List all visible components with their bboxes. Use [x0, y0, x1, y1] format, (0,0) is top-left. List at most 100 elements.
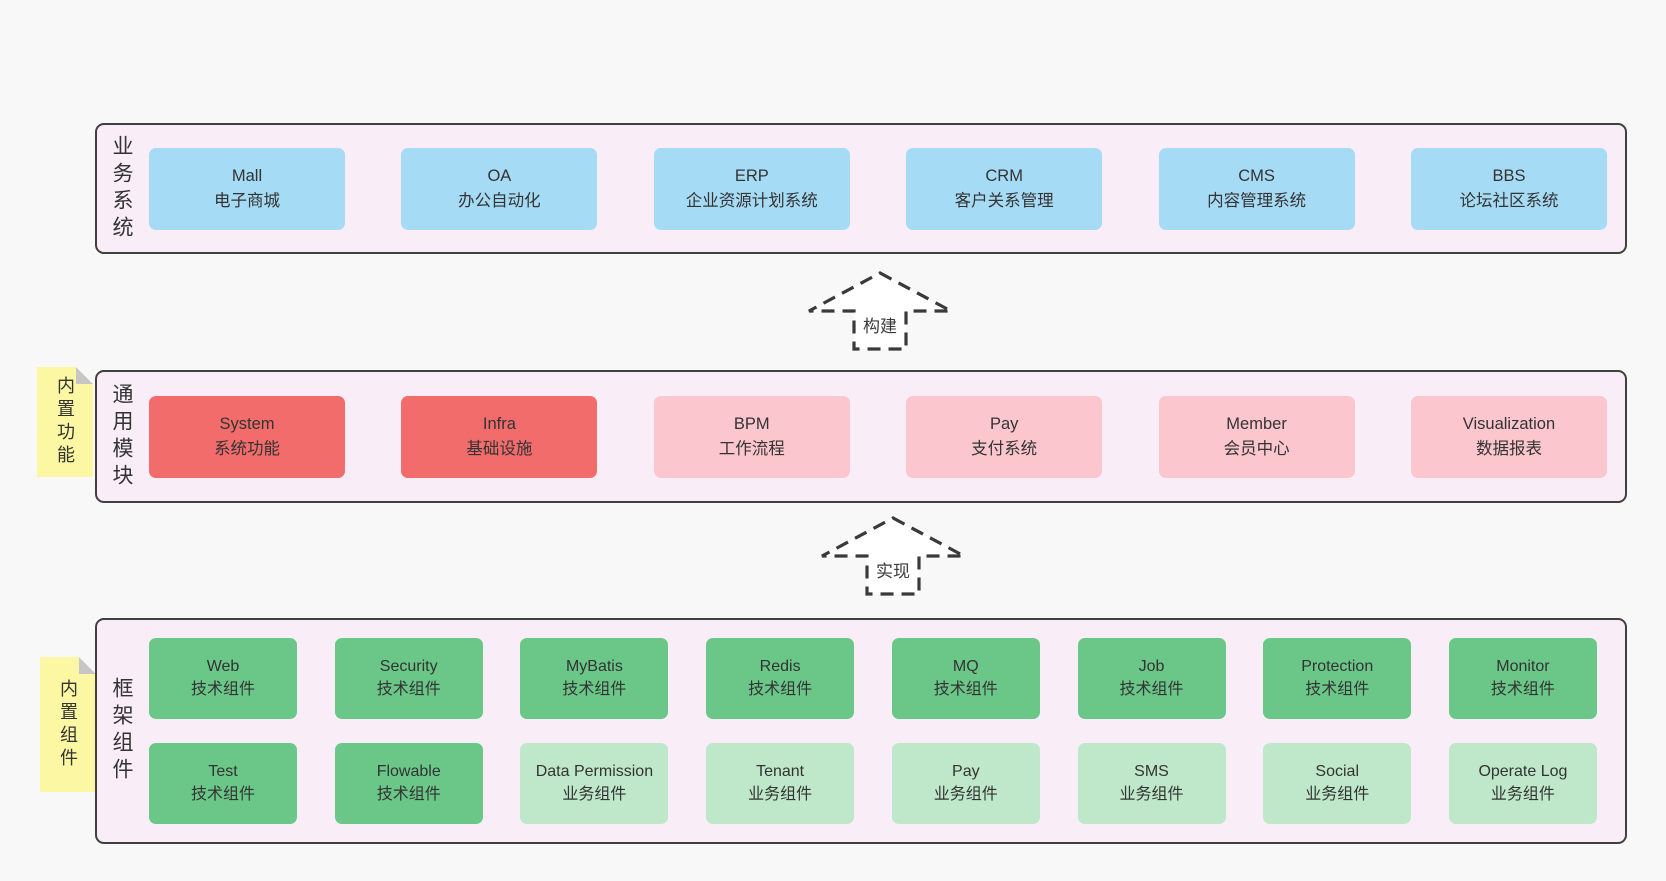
box-pay-module: Pay 支付系统	[906, 395, 1103, 478]
business-systems-band: 业务系统 Mall 电子商城 OA 办公自动化 ERP 企业资源计划系统 CRM…	[95, 123, 1627, 254]
band-side-label-text: 业务系统	[110, 134, 133, 243]
box-name: MQ	[952, 658, 979, 676]
box-erp: ERP 企业资源计划系统	[653, 147, 850, 230]
box-name: MyBatis	[565, 658, 623, 676]
box-name: Flowable	[376, 763, 441, 781]
box-desc: 技术组件	[190, 680, 255, 698]
box-name: CMS	[1238, 166, 1275, 185]
box-social: Social 业务组件	[1263, 743, 1412, 824]
modules-boxes-row: System 系统功能 Infra 基础设施 BPM 工作流程 Pay 支付系统…	[145, 372, 1625, 501]
box-desc: 工作流程	[718, 439, 785, 458]
sticky-note-text: 内置功能	[55, 376, 75, 468]
box-desc: 技术组件	[748, 680, 813, 698]
implement-arrow: 实现	[819, 515, 967, 597]
box-desc: 业务组件	[1119, 785, 1184, 803]
band-side-label: 通用模块	[97, 372, 145, 501]
box-job: Job 技术组件	[1077, 638, 1226, 719]
box-desc: 系统功能	[214, 439, 280, 458]
box-cms: CMS 内容管理系统	[1158, 147, 1355, 230]
box-desc: 技术组件	[376, 680, 441, 698]
box-desc: 会员中心	[1223, 439, 1290, 458]
box-name: BPM	[733, 414, 770, 433]
box-visualization: Visualization 数据报表	[1410, 395, 1607, 478]
box-name: Job	[1138, 658, 1165, 676]
box-desc: 业务组件	[748, 785, 813, 803]
box-desc: 业务组件	[933, 785, 998, 803]
box-sms: SMS 业务组件	[1077, 743, 1226, 824]
business-boxes-row: Mall 电子商城 OA 办公自动化 ERP 企业资源计划系统 CRM 客户关系…	[145, 125, 1625, 252]
box-operate-log: Operate Log 业务组件	[1448, 743, 1597, 824]
components-row-2: Test 技术组件 Flowable 技术组件 Data Permission …	[149, 743, 1597, 824]
box-name: Monitor	[1496, 658, 1550, 676]
box-name: SMS	[1134, 763, 1169, 781]
components-row-1: Web 技术组件 Security 技术组件 MyBatis 技术组件 Redi…	[149, 638, 1597, 719]
box-mall: Mall 电子商城	[149, 147, 345, 230]
box-oa: OA 办公自动化	[401, 147, 598, 230]
box-desc: 业务组件	[562, 785, 627, 803]
box-desc: 技术组件	[562, 680, 627, 698]
framework-components-band: 框架组件 Web 技术组件 Security 技术组件 MyBatis 技术组件…	[95, 618, 1627, 844]
box-redis: Redis 技术组件	[706, 638, 855, 719]
sticky-note-text: 内置组件	[58, 678, 78, 771]
box-pay-component: Pay 业务组件	[891, 743, 1040, 824]
band-side-label-text: 框架组件	[110, 677, 133, 785]
box-bpm: BPM 工作流程	[653, 395, 850, 478]
box-name: BBS	[1492, 166, 1526, 185]
box-protection: Protection 技术组件	[1263, 638, 1412, 719]
box-mybatis: MyBatis 技术组件	[520, 638, 669, 719]
box-desc: 支付系统	[971, 439, 1038, 458]
box-security: Security 技术组件	[334, 638, 483, 719]
common-modules-band: 通用模块 System 系统功能 Infra 基础设施 BPM 工作流程 Pay…	[95, 370, 1627, 503]
box-name: CRM	[985, 166, 1023, 185]
box-desc: 数据报表	[1475, 439, 1542, 458]
implement-arrow-label: 实现	[873, 557, 913, 582]
box-system: System 系统功能	[149, 395, 345, 478]
band-side-label-text: 通用模块	[110, 382, 133, 491]
box-desc: 技术组件	[933, 680, 998, 698]
box-tenant: Tenant 业务组件	[706, 743, 855, 824]
box-name: Security	[379, 658, 438, 676]
box-name: Data Permission	[535, 763, 654, 781]
box-crm: CRM 客户关系管理	[906, 147, 1103, 230]
box-desc: 技术组件	[1305, 680, 1370, 698]
box-desc: 技术组件	[1490, 680, 1555, 698]
up-arrow-icon	[821, 516, 965, 596]
box-name: Visualization	[1462, 414, 1556, 433]
box-desc: 技术组件	[376, 785, 441, 803]
box-member: Member 会员中心	[1158, 395, 1355, 478]
box-name: Tenant	[756, 763, 805, 781]
box-desc: 技术组件	[190, 785, 255, 803]
box-web: Web 技术组件	[149, 638, 297, 719]
box-desc: 办公自动化	[458, 191, 541, 210]
box-desc: 内容管理系统	[1207, 191, 1307, 210]
box-desc: 论坛社区系统	[1459, 191, 1559, 210]
up-arrow-icon	[808, 271, 952, 351]
builtin-features-sticky-note: 内置功能	[37, 367, 93, 477]
box-data-permission: Data Permission 业务组件	[520, 743, 669, 824]
band-side-label: 业务系统	[97, 125, 145, 252]
box-name: OA	[487, 166, 512, 185]
build-arrow: 构建	[806, 270, 954, 352]
box-name: Operate Log	[1478, 763, 1568, 781]
box-test: Test 技术组件	[149, 743, 297, 824]
box-name: Pay	[952, 763, 980, 781]
box-desc: 客户关系管理	[954, 191, 1054, 210]
box-name: Member	[1226, 414, 1287, 433]
box-bbs: BBS 论坛社区系统	[1410, 147, 1607, 230]
band-side-label: 框架组件	[97, 620, 145, 842]
box-mq: MQ 技术组件	[891, 638, 1040, 719]
box-desc: 技术组件	[1119, 680, 1184, 698]
box-name: Protection	[1301, 658, 1374, 676]
box-infra: Infra 基础设施	[401, 395, 598, 478]
box-name: Test	[208, 763, 238, 781]
box-name: Pay	[989, 414, 1019, 433]
box-desc: 企业资源计划系统	[685, 191, 818, 210]
box-desc: 电子商城	[214, 191, 280, 210]
box-name: Web	[206, 658, 240, 676]
box-flowable: Flowable 技术组件	[334, 743, 483, 824]
box-name: Mall	[231, 166, 263, 185]
box-name: Social	[1315, 763, 1359, 781]
box-name: ERP	[734, 166, 769, 185]
box-desc: 业务组件	[1305, 785, 1370, 803]
box-name: Infra	[482, 414, 516, 433]
